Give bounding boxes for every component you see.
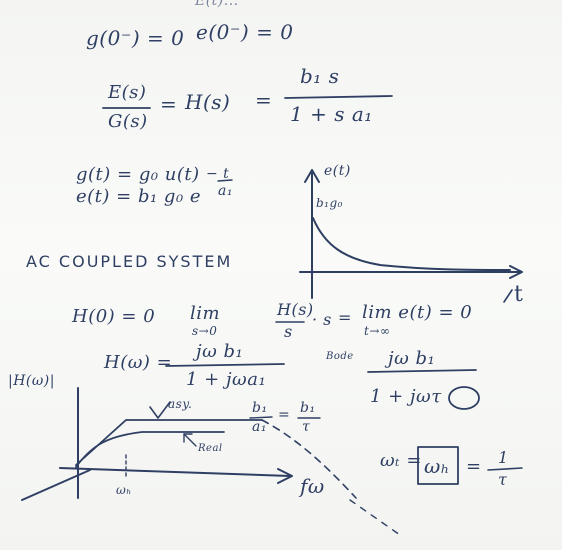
exp-num: − t <box>206 166 230 182</box>
ac-title: AC COUPLED SYSTEM <box>26 252 233 271</box>
tau-circle <box>448 386 480 410</box>
comma-mark <box>503 289 513 303</box>
lim-dot-s: · s <box>312 310 332 329</box>
bode-x-arrow <box>277 468 293 484</box>
lim-eq: = <box>338 308 352 327</box>
lim-1-sub: s→0 <box>192 324 218 338</box>
tf-eq: = <box>160 92 178 116</box>
hw-num2: jω b₁ <box>388 348 436 369</box>
bode-low-line <box>21 469 91 501</box>
lim-2: lim e(t) = 0 <box>362 302 473 323</box>
ratio-num1: b₁ <box>252 400 268 416</box>
bode-ylabel: |H(ω)| <box>8 373 55 389</box>
g-step: g(t) = g₀ u(t) <box>76 164 200 185</box>
fraction-bar <box>165 363 285 367</box>
graph-yvalue: b₁g₀ <box>316 196 343 210</box>
graph-ylabel: e(t) <box>324 163 351 179</box>
ratio-eq: = <box>278 407 291 423</box>
real-arrow <box>183 433 197 447</box>
initial-e: e(0⁻) = 0 <box>196 20 294 44</box>
tf-den: 1 + s a₁ <box>290 102 373 126</box>
corner-num: 1 <box>498 448 509 467</box>
real-label: Real <box>198 443 223 454</box>
ratio-num2: b₁ <box>300 400 316 416</box>
lim-frac-num: H(s) <box>277 300 314 319</box>
decay-curve <box>312 217 511 271</box>
asy-label: asy. <box>168 397 193 411</box>
fraction-bar <box>367 369 477 373</box>
y-arrow <box>304 169 320 183</box>
corner-eq: = <box>466 456 482 477</box>
hw-den1: 1 + jωa₁ <box>186 369 267 390</box>
bode-x-axis <box>59 467 291 477</box>
graph-xlabel: t <box>514 282 524 307</box>
real-response <box>75 431 225 468</box>
tf-lhs-num: E(s) <box>108 82 147 103</box>
omega-box <box>417 446 459 485</box>
tf-num: b₁ s <box>300 64 340 88</box>
tf-lhs-den: G(s) <box>108 111 148 132</box>
bode-xlabel: fω <box>300 474 325 498</box>
fraction-bar <box>284 95 393 99</box>
x-arrow <box>509 265 523 279</box>
h-zero: H(0) = 0 <box>72 306 156 327</box>
bode-xtick: ωₕ <box>116 483 132 497</box>
hw-lhs: H(ω) = <box>104 352 173 373</box>
rolloff-dashed-2 <box>349 499 401 536</box>
e-response: e(t) = b₁ g₀ e <box>76 186 202 207</box>
tf-eq2: = <box>255 88 273 112</box>
fraction-bar <box>217 179 233 182</box>
fraction-bar <box>249 416 273 419</box>
rolloff-dashed <box>261 419 357 499</box>
fraction-bar <box>487 467 523 471</box>
ratio-den2: τ <box>302 419 311 435</box>
bode-note: Bode <box>326 351 354 362</box>
ratio-den1: a₁ <box>252 419 267 435</box>
hw-num1: jω b₁ <box>196 341 244 362</box>
initial-g: g(0⁻) = 0 <box>86 26 185 50</box>
cut-top-text: E(t)... <box>195 0 239 9</box>
corner-box: ωₕ <box>424 454 450 478</box>
lim-2-sub: t→∞ <box>364 324 391 338</box>
real-arrow-head <box>183 433 193 443</box>
corner-lhs: ωₜ = <box>380 450 422 471</box>
hw-den2: 1 + jωτ <box>370 386 442 407</box>
tf-h: H(s) <box>185 90 231 114</box>
lim-frac-den: s <box>284 322 293 341</box>
asy-arrow <box>149 401 171 419</box>
lim-1: lim <box>190 303 221 324</box>
corner-den: τ <box>498 470 508 489</box>
exp-den: a₁ <box>218 183 233 199</box>
